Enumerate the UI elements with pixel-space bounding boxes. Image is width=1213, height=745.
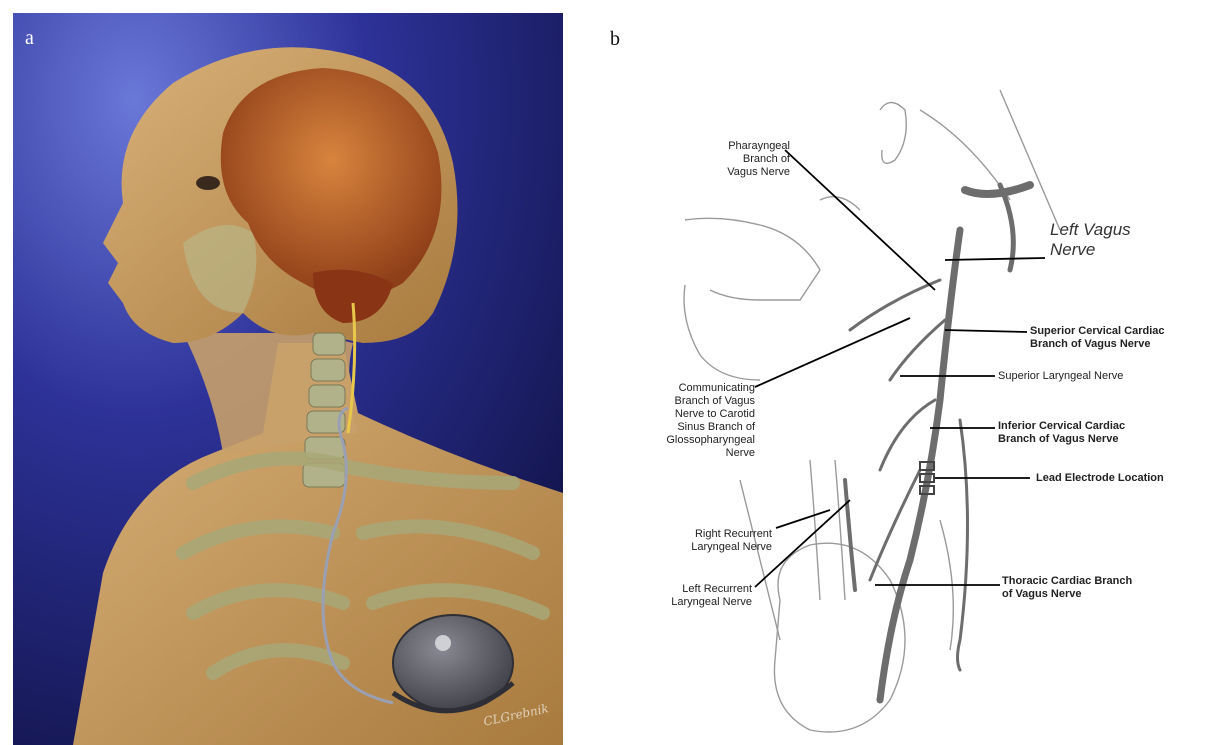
- panel-b-letter: b: [610, 28, 620, 51]
- label-left-recurrent-laryngeal: Left Recurrent Laryngeal Nerve: [645, 583, 752, 609]
- label-pharyngeal-branch: Pharayngeal Branch of Vagus Nerve: [700, 140, 790, 179]
- label-superior-cervical-cardiac-branch: Superior Cervical Cardiac Branch of Vagu…: [1030, 325, 1210, 351]
- vns-illustration: [13, 13, 563, 745]
- panel-a-letter: a: [25, 27, 34, 50]
- eye: [196, 176, 220, 190]
- device-logo: [435, 635, 451, 651]
- label-inferior-cervical-cardiac-branch: Inferior Cervical Cardiac Branch of Vagu…: [998, 420, 1198, 446]
- panel-b: b: [590, 0, 1213, 745]
- label-right-recurrent-laryngeal: Right Recurrent Laryngeal Nerve: [660, 528, 772, 554]
- label-communicating-branch: Communicating Branch of Vagus Nerve to C…: [645, 382, 755, 460]
- label-left-vagus-nerve: Left Vagus Nerve: [1050, 220, 1210, 260]
- panel-a: a CLGrebnik: [13, 13, 563, 745]
- label-lead-electrode-location: Lead Electrode Location: [1036, 472, 1206, 485]
- label-superior-laryngeal-nerve: Superior Laryngeal Nerve: [998, 370, 1198, 383]
- label-thoracic-cardiac-branch: Thoracic Cardiac Branch of Vagus Nerve: [1002, 575, 1182, 601]
